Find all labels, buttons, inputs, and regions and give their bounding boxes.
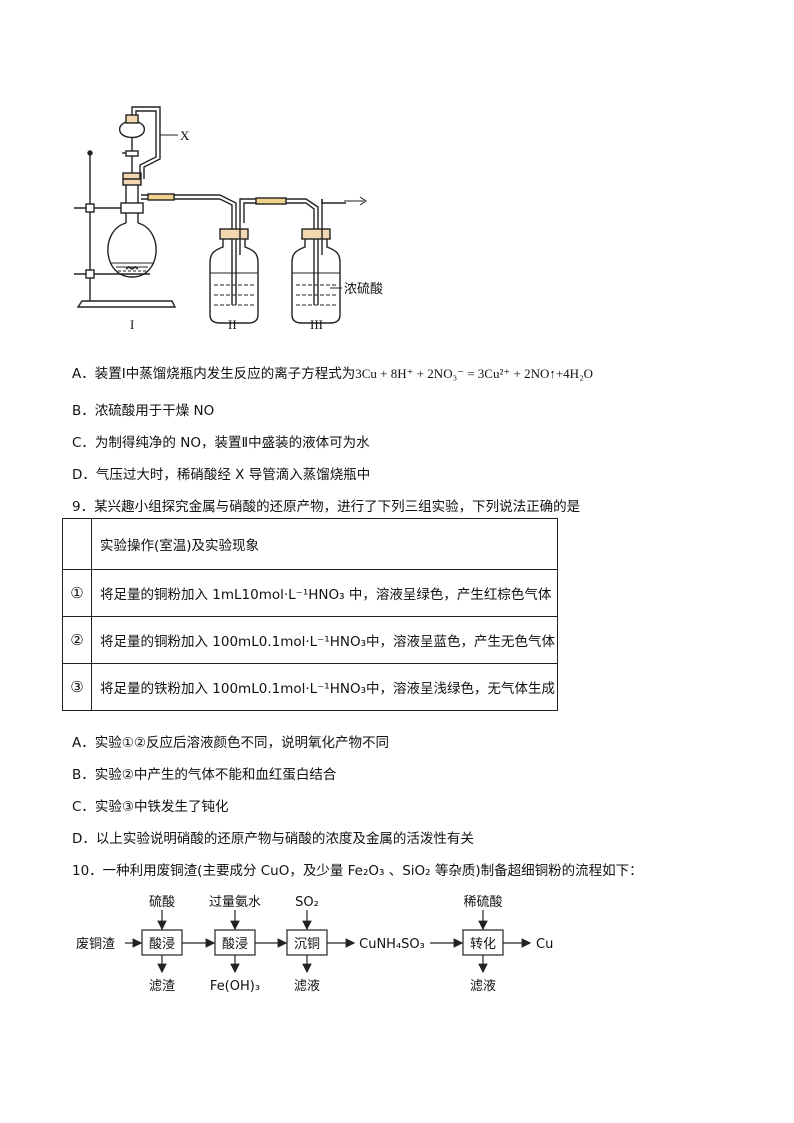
flow-input-ammonia: 过量氨水	[209, 895, 261, 910]
table-row: ② 将足量的铜粉加入 100mL0.1mol·L⁻¹HNO₃中，溶液呈蓝色，产生…	[62, 616, 558, 664]
flow-intermediate: CuNH₄SO₃	[359, 937, 425, 952]
q8-option-d: D．气压过大时，稀硝酸经 X 导管滴入蒸馏烧瓶中	[72, 467, 371, 483]
row-text: 将足量的铜粉加入 1mL10mol·L⁻¹HNO₃ 中，溶液呈绿色，产生红棕色气…	[91, 569, 558, 617]
row-number: ③	[62, 663, 92, 711]
q9-experiment-table: 实验操作(室温)及实验现象 ① 将足量的铜粉加入 1mL10mol·L⁻¹HNO…	[62, 518, 558, 711]
table-header: 实验操作(室温)及实验现象	[91, 518, 558, 570]
flow-step-leach-2: 酸浸	[222, 937, 248, 952]
q9-option-b: B．实验②中产生的气体不能和血红蛋白结合	[72, 767, 337, 783]
apparatus-diagram: X 浓硫酸 I II III	[74, 106, 383, 332]
table-row: ① 将足量的铜粉加入 1mL10mol·L⁻¹HNO₃ 中，溶液呈绿色，产生红棕…	[62, 569, 558, 617]
q10-flow-diagram: 废铜渣 酸浸 硫酸 滤渣 酸浸 过量氨水 Fe(OH)₃ 沉铜 SO₂ 滤液 C…	[76, 895, 553, 994]
flow-start: 废铜渣	[76, 936, 115, 952]
q8-option-a-equation: 3Cu + 8H⁺ + 2NO₃⁻ = 3Cu²⁺ + 2NO↑+4H₂O	[355, 366, 593, 381]
q9-option-c: C．实验③中铁发生了钝化	[72, 799, 229, 815]
flow-step-convert: 转化	[470, 937, 496, 952]
table-header-row: 实验操作(室温)及实验现象	[62, 518, 558, 570]
flow-output-feoh3: Fe(OH)₃	[210, 979, 260, 994]
q9-option-d: D．以上实验说明硝酸的还原产物与硝酸的浓度及金属的活泼性有关	[72, 831, 474, 847]
q8-option-c: C．为制得纯净的 NO，装置Ⅱ中盛装的液体可为水	[72, 435, 370, 451]
label-x: X	[180, 128, 190, 143]
q10-stem: 10．一种利用废铜渣(主要成分 CuO，及少量 Fe₂O₃ 、SiO₂ 等杂质)…	[72, 863, 643, 879]
q9-option-a: A．实验①②反应后溶液颜色不同，说明氧化产物不同	[72, 735, 389, 751]
flow-step-acid-leach: 酸浸	[149, 937, 175, 952]
label-concentrated-sulfuric-acid: 浓硫酸	[344, 282, 383, 297]
row-text: 将足量的铜粉加入 100mL0.1mol·L⁻¹HNO₃中，溶液呈蓝色，产生无色…	[91, 616, 558, 664]
label-apparatus-ii: II	[228, 317, 237, 332]
label-apparatus-iii: III	[310, 317, 323, 332]
q8-option-a: A．装置Ⅰ中蒸馏烧瓶内发生反应的离子方程式为3Cu + 8H⁺ + 2NO₃⁻ …	[72, 366, 593, 382]
q8-option-b: B．浓硫酸用于干燥 NO	[72, 403, 215, 419]
table-row: ③ 将足量的铁粉加入 100mL0.1mol·L⁻¹HNO₃中，溶液呈浅绿色，无…	[62, 663, 558, 711]
flow-end: Cu	[536, 937, 553, 952]
row-number: ②	[62, 616, 92, 664]
q9-stem: 9．某兴趣小组探究金属与硝酸的还原产物，进行了下列三组实验，下列说法正确的是	[72, 499, 581, 515]
flow-input-sulfuric-acid: 硫酸	[149, 895, 175, 910]
flow-output-filtrate: 滤液	[294, 979, 320, 994]
row-text: 将足量的铁粉加入 100mL0.1mol·L⁻¹HNO₃中，溶液呈浅绿色，无气体…	[91, 663, 558, 711]
flow-input-dilute-sulfuric-acid: 稀硫酸	[463, 895, 502, 910]
flow-input-so2: SO₂	[295, 895, 319, 910]
flow-output-filtrate-2: 滤液	[470, 979, 496, 994]
flow-output-residue: 滤渣	[149, 979, 175, 994]
row-number: ①	[62, 569, 92, 617]
flow-step-precipitate-copper: 沉铜	[294, 937, 320, 952]
label-apparatus-i: I	[130, 317, 134, 332]
